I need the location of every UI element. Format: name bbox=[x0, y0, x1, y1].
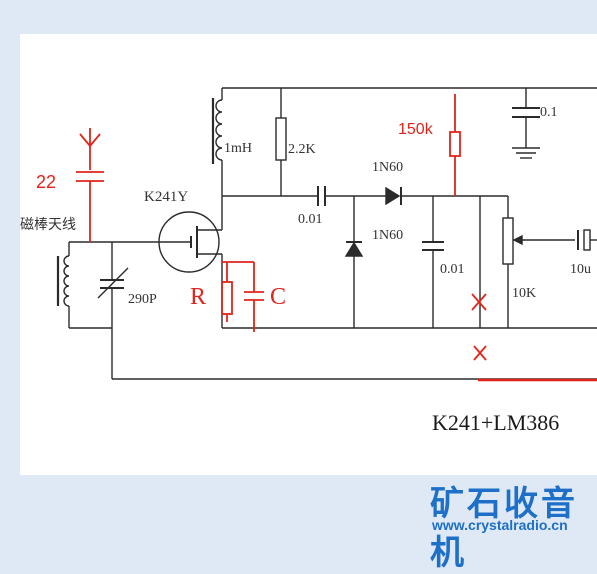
cut-mark-1 bbox=[471, 293, 487, 311]
ferrite-coil bbox=[63, 255, 70, 307]
diode-1n60-series bbox=[385, 186, 401, 206]
label-filter-cap: 0.01 bbox=[440, 262, 465, 277]
diode-1n60-shunt bbox=[344, 241, 364, 257]
annotation-r: R bbox=[190, 284, 207, 310]
label-bypass-cap: 0.1 bbox=[540, 105, 558, 120]
schematic-paper bbox=[20, 34, 597, 475]
label-transistor: K241Y bbox=[144, 189, 189, 205]
label-potentiometer: 10K bbox=[512, 286, 537, 301]
inductor-1mh bbox=[215, 99, 223, 161]
label-variable-cap: 290P bbox=[128, 292, 157, 307]
label-coupling-cap: 0.01 bbox=[298, 212, 323, 227]
annotation-150k: 150k bbox=[398, 121, 433, 138]
label-antenna: 磁棒天线 bbox=[20, 217, 76, 233]
source-resistor-r bbox=[221, 281, 233, 315]
label-diode-shunt: 1N60 bbox=[372, 228, 404, 243]
antenna-mark bbox=[79, 128, 101, 148]
label-inductor: 1mH bbox=[224, 141, 252, 156]
resistor-2k2 bbox=[275, 117, 287, 161]
label-diode-series: 1N60 bbox=[372, 160, 404, 175]
circuit-drawing bbox=[56, 87, 597, 382]
schematic-image: 1mH 2.2K 0.1 1N60 0.01 1N60 0.01 K241Y 磁… bbox=[20, 34, 597, 573]
watermark-url: www.crystalradio.cn bbox=[432, 517, 568, 533]
label-output-cap: 10u bbox=[570, 262, 591, 277]
annotation-22: 22 bbox=[36, 172, 57, 192]
cut-mark-2 bbox=[473, 345, 487, 361]
annotation-c: C bbox=[270, 284, 287, 310]
label-resistor: 2.2K bbox=[288, 142, 316, 157]
potentiometer-10k bbox=[502, 217, 514, 265]
resistor-150k-added bbox=[449, 131, 461, 157]
diagram-caption: K241+LM386 bbox=[432, 410, 560, 435]
variable-cap-290p bbox=[97, 267, 129, 299]
